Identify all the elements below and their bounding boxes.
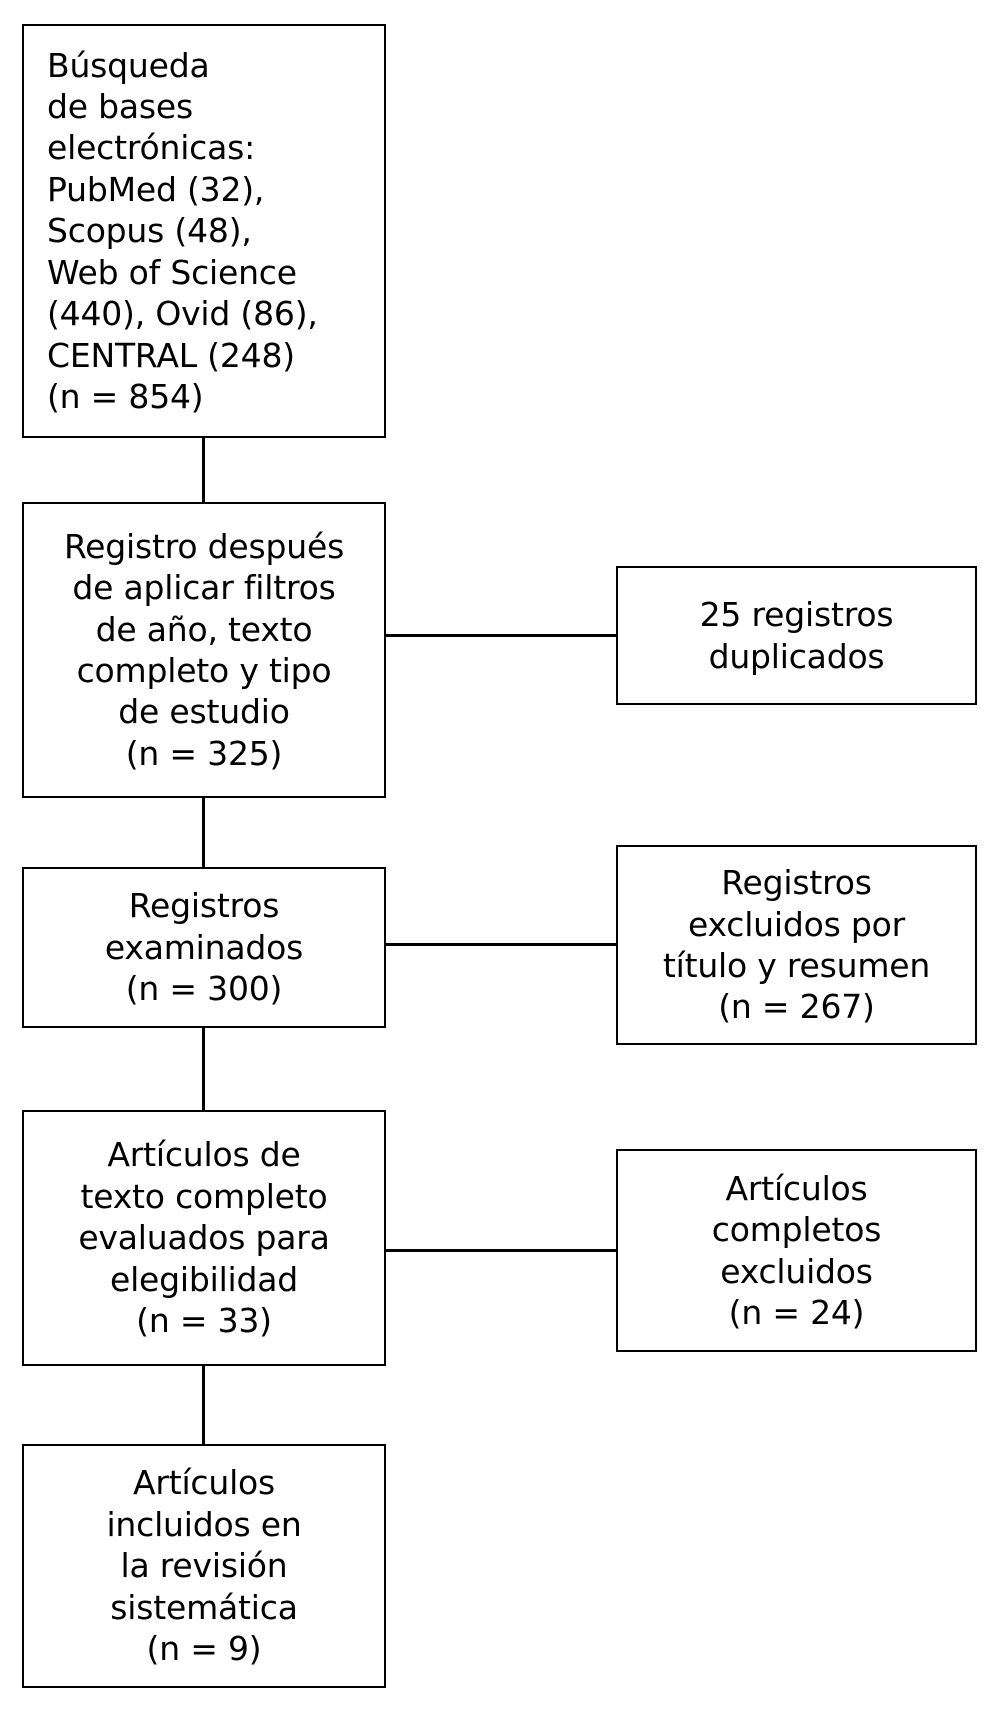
excluded-title-abstract-box: Registros excluidos por título y resumen…: [616, 845, 977, 1045]
eligibility-box: Artículos de texto completo evaluados pa…: [22, 1110, 386, 1366]
included-box: Artículos incluidos en la revisión siste…: [22, 1444, 386, 1688]
identification-box: Búsqueda de bases electrónicas: PubMed (…: [22, 24, 386, 438]
connector-screened-to-eligibility: [202, 1026, 205, 1111]
excluded-title-abstract-box-text: Registros excluidos por título y resumen…: [662, 863, 931, 1027]
excluded-fulltext-box-text: Artículos completos excluidos (n = 24): [711, 1168, 882, 1332]
screened-box-text: Registros examinados (n = 300): [104, 886, 304, 1009]
connector-identification-to-filters: [202, 437, 205, 503]
connector-filters-to-duplicates: [384, 634, 617, 637]
connector-eligibility-to-included: [202, 1364, 205, 1445]
connector-eligibility-to-excluded-fulltext: [384, 1249, 617, 1252]
duplicates-box-text: 25 registros duplicados: [699, 595, 894, 676]
identification-box-text: Búsqueda de bases electrónicas: PubMed (…: [47, 45, 318, 416]
excluded-fulltext-box: Artículos completos excluidos (n = 24): [616, 1149, 977, 1352]
connector-screened-to-excluded-title-abstract: [384, 943, 617, 946]
after-filters-box: Registro después de aplicar filtros de a…: [22, 502, 386, 798]
connector-filters-to-screened: [202, 796, 205, 868]
eligibility-box-text: Artículos de texto completo evaluados pa…: [78, 1135, 330, 1341]
included-box-text: Artículos incluidos en la revisión siste…: [106, 1463, 302, 1669]
after-filters-box-text: Registro después de aplicar filtros de a…: [63, 526, 345, 773]
screened-box: Registros examinados (n = 300): [22, 867, 386, 1028]
duplicates-box: 25 registros duplicados: [616, 566, 977, 705]
